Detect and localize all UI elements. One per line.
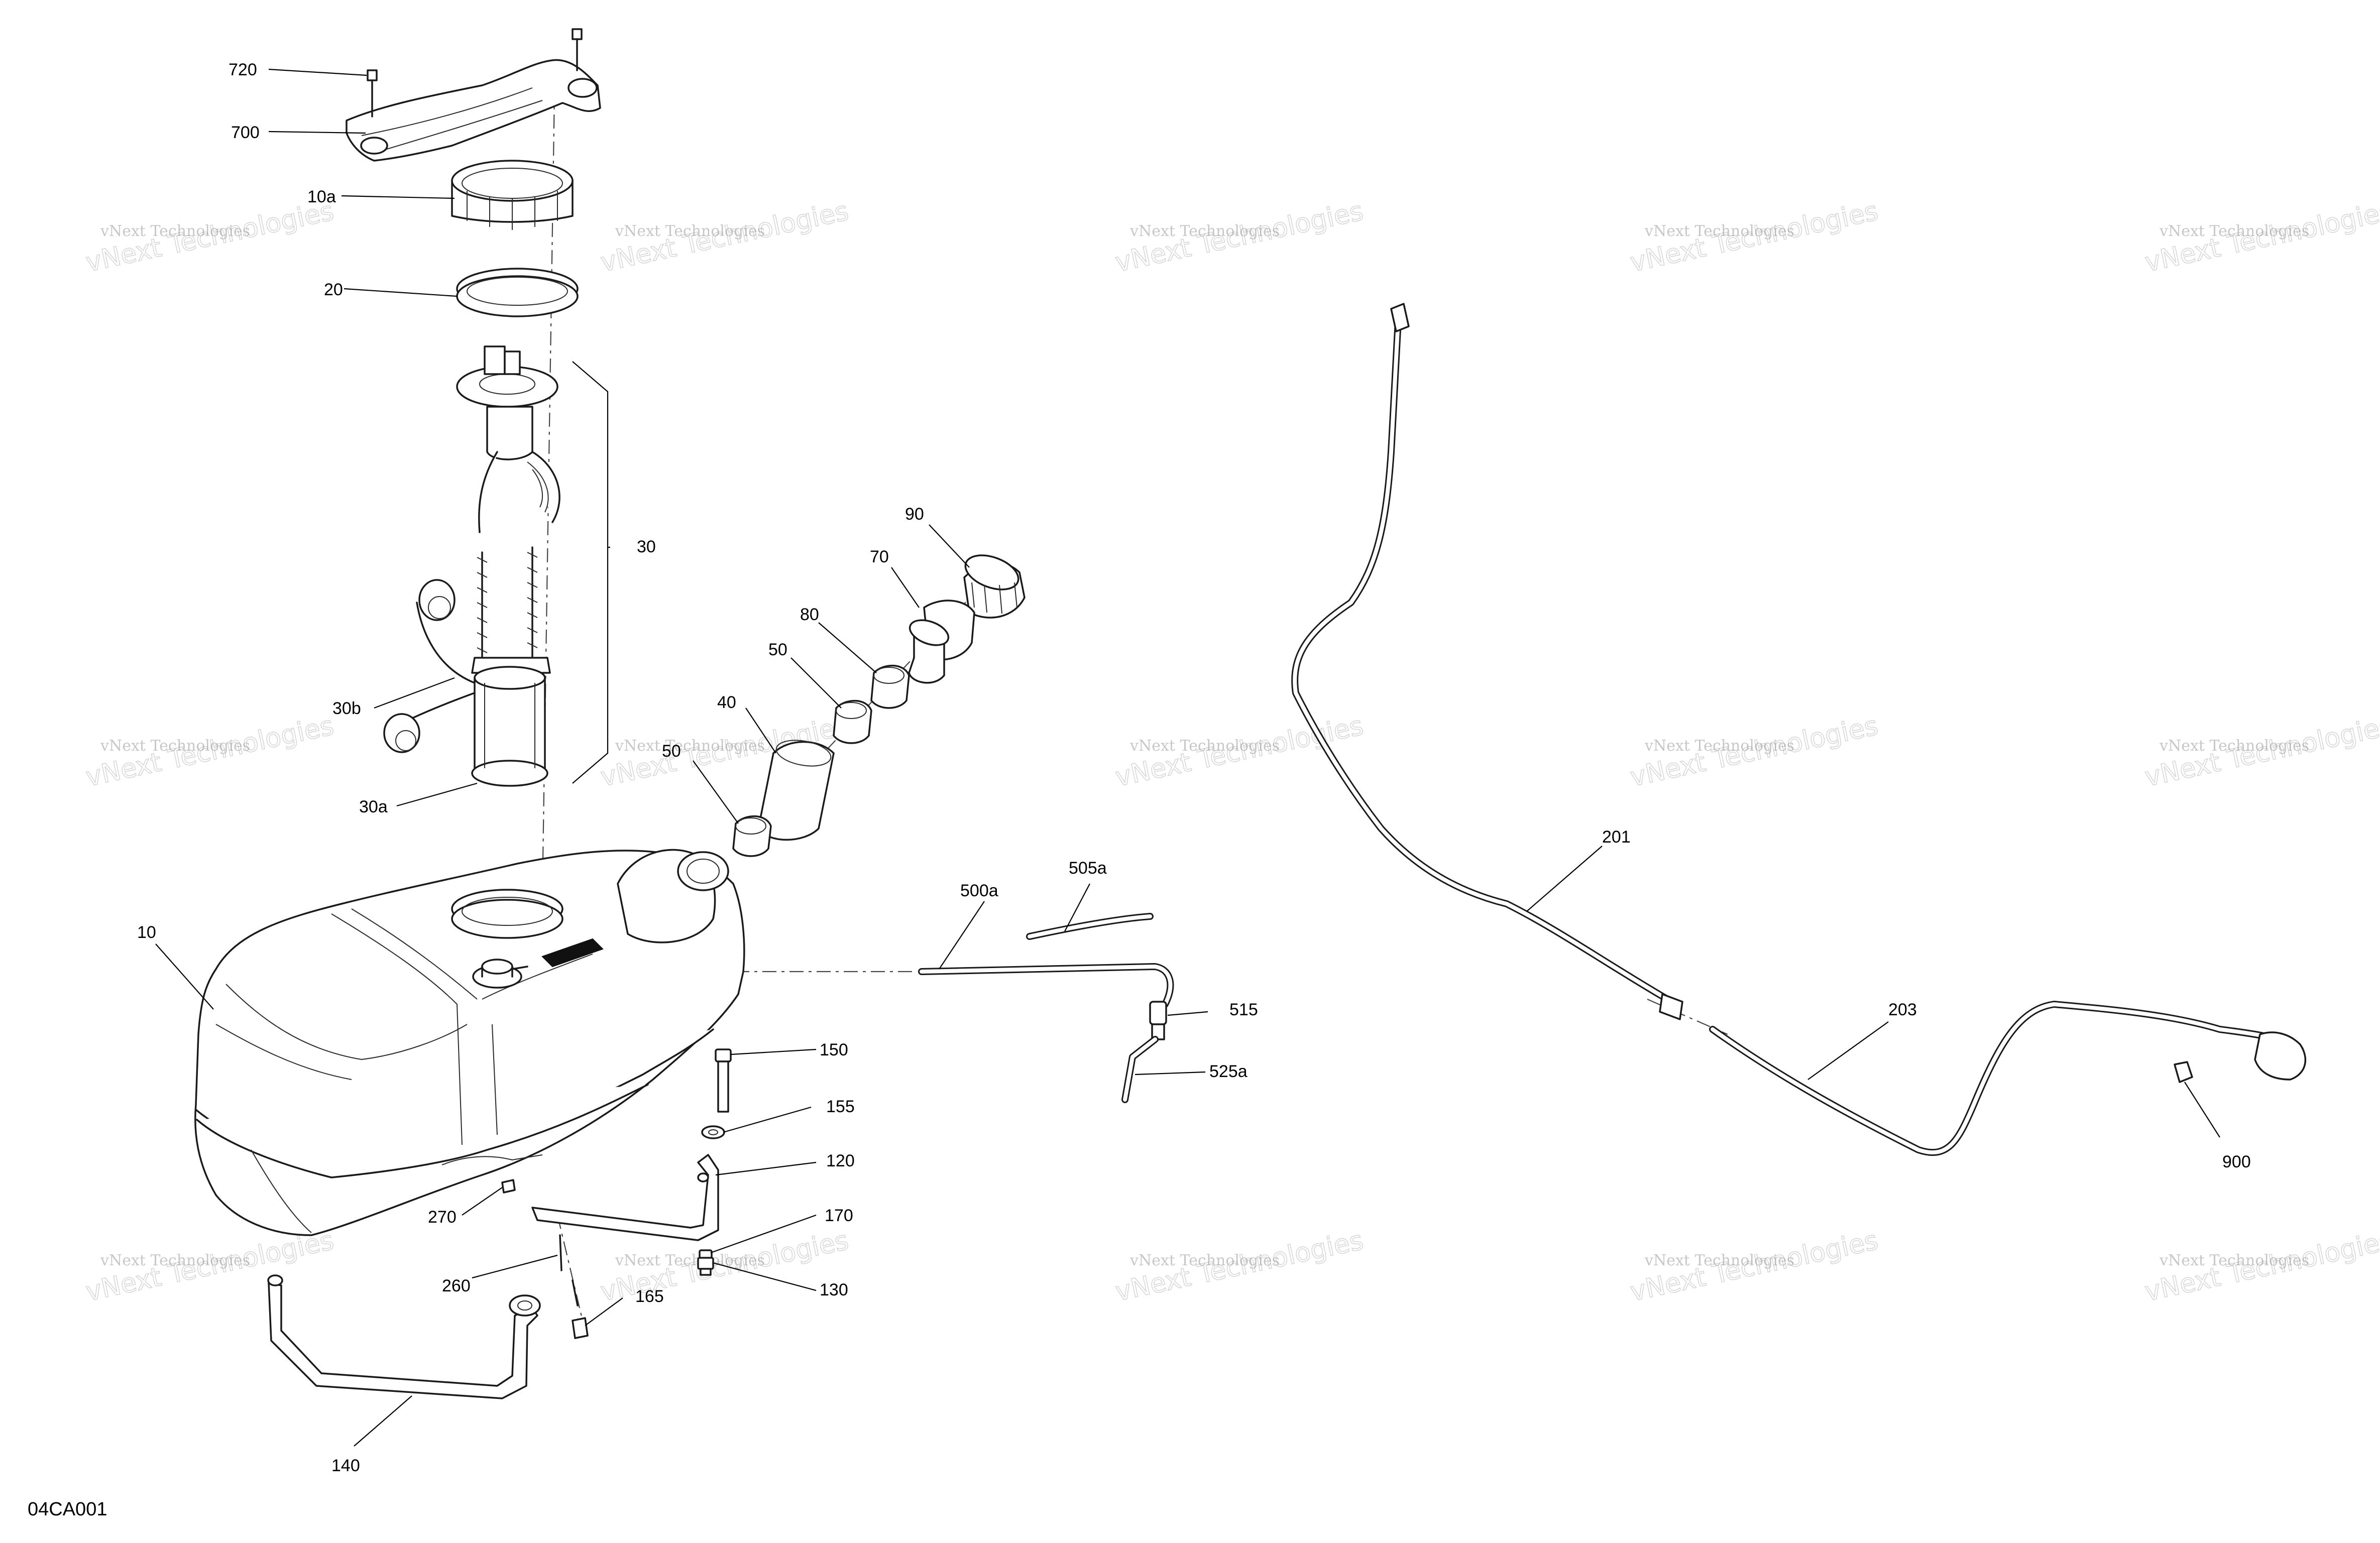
label-700: 700 xyxy=(231,123,260,142)
watermark-text: vNext Technologies xyxy=(1129,737,1280,755)
group-bracket-30 xyxy=(572,361,609,784)
label-50-lower: 50 xyxy=(662,742,681,761)
clamp-50-upper xyxy=(833,699,872,744)
watermark-text: vNext Technologies xyxy=(615,1252,765,1269)
leader-lines xyxy=(155,68,2220,1447)
watermark-text: vNext Technologies xyxy=(2159,737,2309,755)
screw-720-right xyxy=(572,28,583,71)
watermark-text: vNext Technologies xyxy=(1644,1252,1794,1269)
fuel-line-203 xyxy=(1709,1001,2306,1156)
strap-140 xyxy=(267,1274,541,1399)
watermark-text: vNext Technologies xyxy=(2159,1252,2309,1269)
label-720: 720 xyxy=(229,60,257,79)
gasket-20 xyxy=(456,268,579,317)
watermark-text: vNext Technologies xyxy=(2159,222,2309,240)
label-120: 120 xyxy=(826,1151,855,1170)
label-30: 30 xyxy=(637,537,656,556)
strap-120 xyxy=(531,1154,719,1241)
label-130: 130 xyxy=(820,1280,848,1299)
screw-720-left xyxy=(367,69,378,117)
nut-130 xyxy=(697,1257,714,1276)
bolt-150 xyxy=(715,1048,732,1113)
label-203: 203 xyxy=(1888,1000,1917,1019)
clip-165 xyxy=(572,1317,589,1339)
watermark-text: vNext Technologies xyxy=(1644,737,1794,755)
clip-900 xyxy=(2174,1061,2193,1083)
clip-270 xyxy=(501,1179,516,1194)
label-40: 40 xyxy=(717,693,736,712)
hose-505a xyxy=(1026,913,1154,940)
support-bracket-700 xyxy=(346,59,601,162)
watermark-text: vNext Technologies xyxy=(1644,222,1794,240)
washer-155 xyxy=(701,1125,725,1139)
label-140: 140 xyxy=(331,1456,360,1475)
label-201: 201 xyxy=(1602,827,1631,847)
watermark-text: vNext Technologies xyxy=(615,222,765,240)
label-170: 170 xyxy=(825,1206,853,1225)
label-270: 270 xyxy=(428,1208,457,1227)
filler-neck-70 xyxy=(908,600,975,684)
diagram-code: 04CA001 xyxy=(28,1499,107,1520)
vent-hose-500a xyxy=(918,963,1174,1008)
watermark-text: vNext Technologies xyxy=(1129,1252,1280,1269)
float-30b xyxy=(416,579,476,684)
label-80: 80 xyxy=(800,605,819,624)
rivet-260 xyxy=(559,1234,579,1307)
watermark-text: vNext Technologies xyxy=(100,737,250,755)
label-900: 900 xyxy=(2222,1152,2251,1171)
watermark-text: vNext Technologies xyxy=(100,222,250,240)
label-500a: 500a xyxy=(960,881,998,900)
watermark-text: vNext Technologies xyxy=(1129,222,1280,240)
label-260: 260 xyxy=(442,1276,471,1295)
label-505a: 505a xyxy=(1069,859,1107,878)
callout-labels: 720 700 10a 20 30 30b 30a 10 90 70 80 50… xyxy=(28,60,2251,1520)
label-165: 165 xyxy=(635,1287,664,1306)
fuel-tank-10 xyxy=(194,849,745,1236)
label-515: 515 xyxy=(1229,1000,1258,1019)
clamp-80 xyxy=(870,664,910,709)
label-90: 90 xyxy=(905,505,924,524)
label-10: 10 xyxy=(137,923,156,942)
label-20: 20 xyxy=(324,280,343,299)
fuel-pump-module-30 xyxy=(456,345,560,787)
watermark-text: vNext Technologies xyxy=(615,737,765,755)
fitting-515 xyxy=(1149,1001,1167,1040)
watermark-text: vNext Technologies xyxy=(100,1252,250,1269)
lock-ring-10a xyxy=(451,160,574,230)
label-10a: 10a xyxy=(307,187,336,206)
label-155: 155 xyxy=(826,1097,855,1116)
label-150: 150 xyxy=(820,1040,848,1059)
filler-cap-90 xyxy=(963,554,1026,619)
clamp-50-lower xyxy=(732,815,772,857)
label-30b: 30b xyxy=(332,699,361,718)
label-525a: 525a xyxy=(1209,1062,1248,1081)
label-50-upper: 50 xyxy=(768,640,787,659)
label-30a: 30a xyxy=(359,797,388,816)
label-70: 70 xyxy=(870,547,889,566)
float-30a xyxy=(383,692,476,753)
fuel-line-201 xyxy=(1291,303,1683,1020)
hose-525a xyxy=(1121,1036,1159,1103)
